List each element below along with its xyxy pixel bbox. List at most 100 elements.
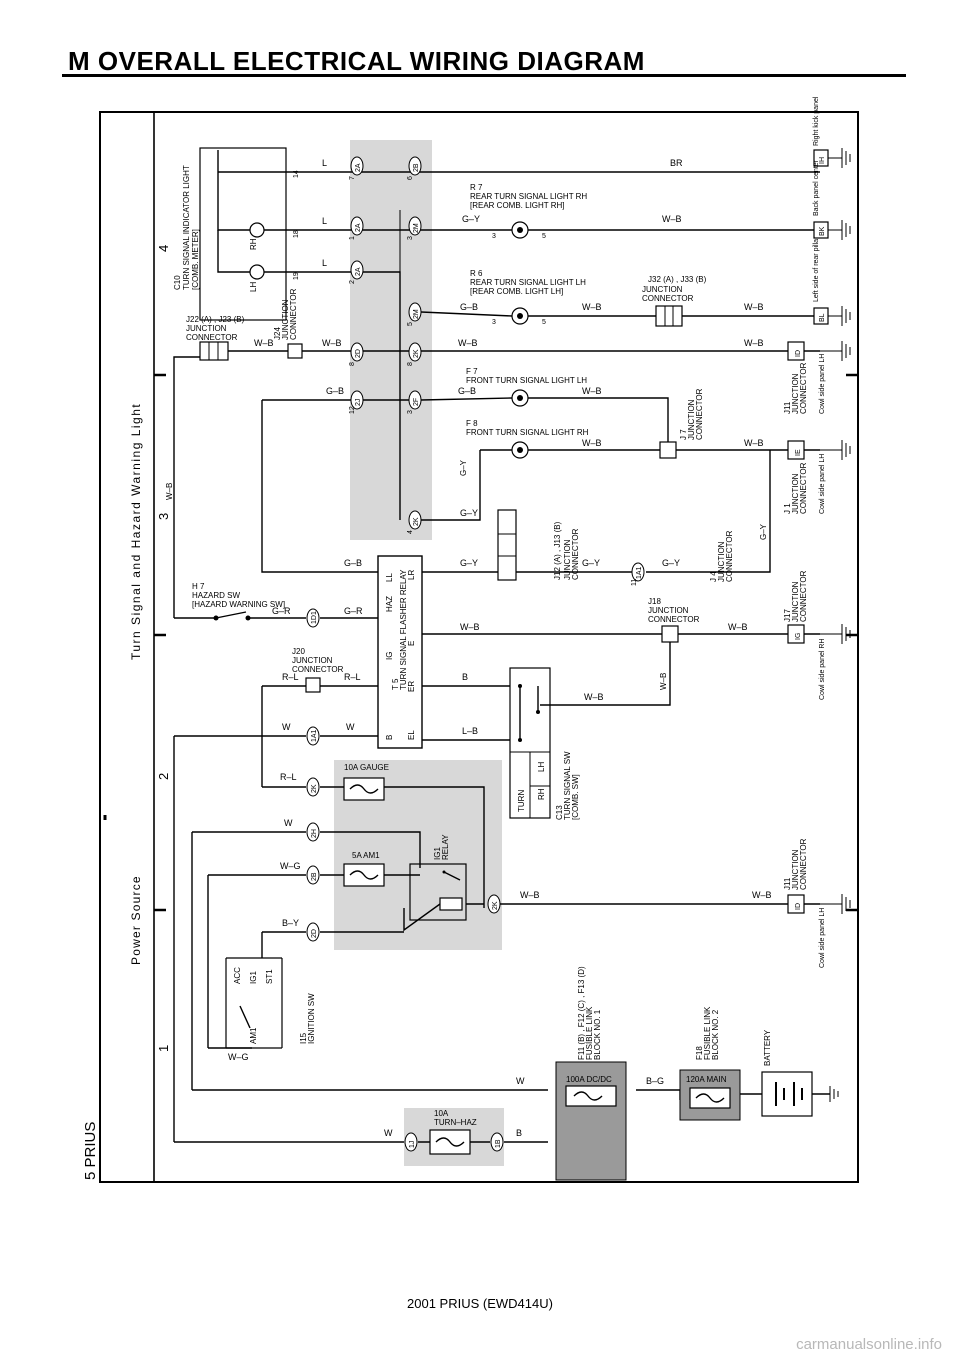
svg-text:CONNECTOR: CONNECTOR (648, 615, 700, 624)
svg-text:J11: J11 (783, 877, 792, 890)
wire-wb-ig1: W–B (520, 890, 540, 900)
svg-text:TURN–HAZ: TURN–HAZ (434, 1118, 477, 1127)
wire-gy-j4: G–Y (662, 558, 680, 568)
svg-text:REAR TURN SIGNAL LIGHT RH: REAR TURN SIGNAL LIGHT RH (470, 192, 587, 201)
wire-bg: B–G (646, 1076, 664, 1086)
svg-text:JUNCTION: JUNCTION (791, 473, 800, 514)
svg-text:T 5: T 5 (391, 678, 400, 690)
svg-text:AM1: AM1 (249, 1027, 258, 1044)
svg-text:REAR TURN SIGNAL LIGHT LH: REAR TURN SIGNAL LIGHT LH (470, 278, 586, 287)
svg-text:2D: 2D (311, 929, 318, 938)
pin-2f-3: 2F (408, 390, 422, 410)
svg-text:J12 (A) , J13 (B): J12 (A) , J13 (B) (553, 521, 562, 580)
f7-front-lh-light: F 7 FRONT TURN SIGNAL LIGHT LH (466, 367, 587, 407)
svg-text:TURN SIGNAL FLASHER RELAY: TURN SIGNAL FLASHER RELAY (399, 569, 408, 690)
svg-text:HAZARD SW: HAZARD SW (192, 591, 240, 600)
fusible-link-block-1: 100A DC/DC F11 (B) , F12 (C) , F13 (D) F… (555, 966, 627, 1181)
wire-l-1: L (322, 158, 327, 168)
c10-lh-label: LH (249, 282, 258, 292)
svg-text:BK: BK (819, 226, 826, 236)
svg-text:J17: J17 (783, 609, 792, 622)
svg-text:F 8: F 8 (466, 419, 478, 428)
svg-text:FUSIBLE LINK: FUSIBLE LINK (703, 1006, 712, 1060)
svg-text:J20: J20 (292, 647, 305, 656)
svg-text:8: 8 (407, 362, 414, 366)
svg-text:F18: F18 (695, 1046, 704, 1060)
j18-connector: J18 JUNCTION CONNECTOR (648, 597, 700, 643)
j22-j23-connector: J22 (A) , J23 (B) JUNCTION CONNECTOR (186, 315, 245, 361)
svg-text:1J: 1J (409, 1141, 416, 1148)
svg-text:LH: LH (537, 762, 546, 772)
svg-text:3: 3 (492, 319, 496, 326)
wire-wg-2b: W–G (280, 861, 301, 871)
h7-hazard-switch: H 7 HAZARD SW [HAZARD WARNING SW] (192, 582, 285, 621)
wire-b-er: B (462, 672, 468, 682)
svg-text:JUNCTION: JUNCTION (281, 299, 290, 340)
svg-text:2D: 2D (355, 349, 362, 358)
fuse-10a-turn-haz: 10A TURN–HAZ (429, 1109, 477, 1155)
pin-2b-6: 2B (408, 156, 422, 176)
svg-text:JUNCTION: JUNCTION (717, 541, 726, 582)
svg-text:JUNCTION: JUNCTION (642, 285, 683, 294)
svg-text:2J: 2J (355, 399, 362, 406)
diagram-frame (99, 111, 859, 1183)
svg-text:IG1: IG1 (249, 971, 258, 984)
wire-l-2: L (322, 216, 327, 226)
svg-text:10A: 10A (434, 1109, 449, 1118)
section-turn-signal: Turn Signal and Hazard Warning Light (129, 403, 143, 660)
wire-br: BR (670, 158, 683, 168)
j24-connector: J24 JUNCTION CONNECTOR (273, 288, 303, 359)
svg-text:5: 5 (407, 322, 414, 326)
side-page-label: 5 PRIUS (82, 1122, 99, 1180)
page-title: M OVERALL ELECTRICAL WIRING DIAGRAM (68, 46, 645, 76)
svg-text:C13: C13 (555, 805, 564, 820)
svg-text:JUNCTION: JUNCTION (791, 581, 800, 622)
ground-bk-icon: BK Back panel center (813, 159, 851, 240)
svg-text:Cowl side panel LH: Cowl side panel LH (819, 908, 826, 968)
svg-text:E: E (407, 641, 416, 646)
wire-w-1j: W (384, 1128, 393, 1138)
c10-rh-label: RH (249, 238, 258, 250)
pin-1a1-t5: 1A1 (306, 726, 320, 746)
svg-text:[HAZARD WARNING SW]: [HAZARD WARNING SW] (192, 600, 285, 609)
svg-text:IG: IG (385, 652, 394, 660)
ground-ie-icon: Cowl side panel LH IE (795, 440, 851, 514)
watermark[interactable]: carmanualsonline.info (796, 1336, 942, 1353)
wire-gy-r7: G–Y (462, 214, 480, 224)
c10-rh-bulb-icon (249, 222, 265, 238)
svg-text:120A MAIN: 120A MAIN (686, 1075, 727, 1084)
wire-wb-col3: W–B (165, 483, 174, 500)
wire-gy-2k: G–Y (460, 508, 478, 518)
wire-wb-j24: W–B (322, 338, 342, 348)
svg-text:8: 8 (349, 362, 356, 366)
battery-icon: BATTERY (761, 1029, 813, 1117)
svg-text:11: 11 (631, 579, 638, 586)
wire-lb: L–B (462, 726, 478, 736)
svg-text:5: 5 (542, 233, 546, 240)
c10-code: C10 (173, 275, 182, 290)
pin-2a-2: 2A (350, 260, 364, 280)
svg-text:2M: 2M (413, 309, 420, 319)
svg-text:BLOCK NO. 2: BLOCK NO. 2 (711, 1009, 720, 1060)
svg-text:CONNECTOR: CONNECTOR (799, 362, 808, 414)
wire-rl-1: R–L (282, 672, 299, 682)
svg-text:Cowl side panel LH: Cowl side panel LH (819, 354, 826, 414)
wire-wb-j22: W–B (254, 338, 274, 348)
svg-text:JUNCTION: JUNCTION (687, 399, 696, 440)
svg-text:2K: 2K (311, 784, 318, 793)
svg-text:FRONT TURN SIGNAL LIGHT RH: FRONT TURN SIGNAL LIGHT RH (466, 428, 589, 437)
ground-id-top-icon: Cowl side panel LH ID (795, 341, 851, 414)
svg-text:J 1: J 1 (783, 503, 792, 514)
svg-text:2A: 2A (355, 223, 362, 232)
pin-2a-1: 2A (350, 216, 364, 236)
title-rule (62, 74, 906, 77)
svg-text:RH: RH (537, 788, 546, 800)
svg-text:Right kick panel: Right kick panel (813, 96, 820, 146)
svg-text:2K: 2K (413, 517, 420, 526)
svg-text:LR: LR (407, 570, 416, 580)
col-number-2: 2 (156, 773, 171, 780)
pin-1j-6: 1J (404, 1132, 418, 1152)
svg-text:F 7: F 7 (466, 367, 478, 376)
wire-rl-2k: R–L (280, 772, 297, 782)
svg-text:TURN SIGNAL SW: TURN SIGNAL SW (563, 751, 572, 820)
